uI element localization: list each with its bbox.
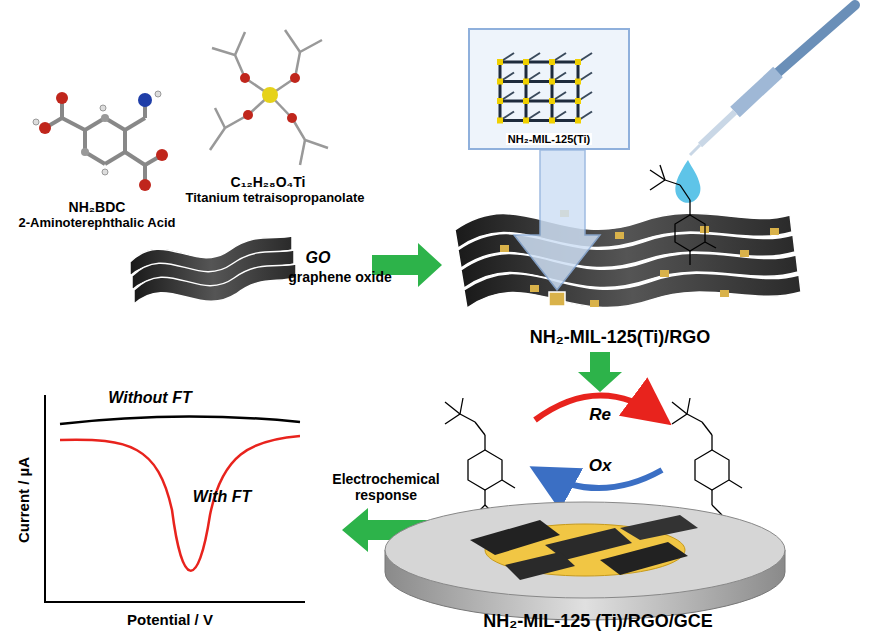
compound-name: NH₂BDC (69, 199, 126, 215)
nh2bdc-molecule (45, 98, 162, 185)
axis-title: Current / µA (15, 457, 32, 543)
reaction-label: Ox (589, 456, 612, 476)
nitroso-molecule (672, 398, 742, 515)
curve-label: With FT (193, 488, 252, 506)
electrode-name: NH₂-MIL-125 (Ti)/RGO/GCE (483, 611, 713, 632)
material-name: graphene oxide (288, 269, 391, 285)
pipette (675, 5, 855, 203)
nitro-molecule (445, 398, 515, 515)
axis-title: Potential / V (127, 611, 213, 628)
composite-name: NH₂-MIL-125(Ti)/RGO (530, 327, 711, 348)
step-label: Electrochemical response (329, 471, 444, 503)
compound-name: Titanium tetraisopropanolate (186, 191, 365, 206)
inset-title: NH₂-MIL-125(Ti) (506, 133, 592, 145)
curve-label: Without FT (108, 389, 191, 407)
graphene-oxide-sheets (130, 236, 296, 304)
zoom-arrow (514, 150, 600, 290)
rgo-sheets (455, 210, 801, 308)
inset-box: NH₂-MIL-125(Ti) (468, 28, 630, 150)
voltammogram (44, 395, 305, 602)
mof-lattice (470, 30, 628, 148)
process-arrow (578, 352, 622, 392)
electrode (385, 502, 785, 620)
reaction-label: Re (589, 405, 611, 425)
atoms (33, 91, 168, 191)
fenitrothion-molecule (650, 165, 716, 265)
compound-name: 2-Aminoterephthalic Acid (19, 216, 176, 231)
ti-precursor-molecule (210, 30, 328, 165)
material-name: GO (306, 249, 331, 267)
ti-atoms (240, 73, 300, 123)
compound-name: C₁₂H₂₈O₄Ti (231, 174, 306, 190)
